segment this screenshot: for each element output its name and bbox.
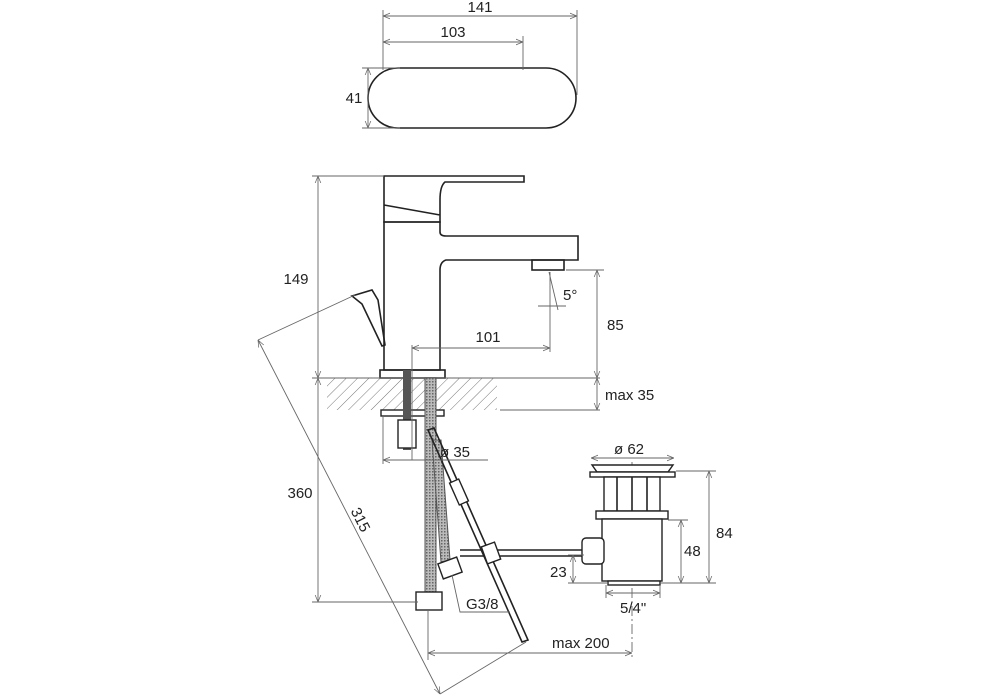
rod-clamp [480, 541, 502, 565]
dim-counter-thickness: max 35 [605, 387, 654, 404]
dim-hole-diameter: ø 35 [440, 444, 470, 461]
dim-outlet-height: 23 [550, 564, 567, 581]
drain-knob [350, 289, 386, 347]
rod-connector [448, 478, 470, 506]
faucet-dimensions: 149 360 315 85 max 35 101 5° ø 35 G3/8 m… [258, 175, 654, 694]
dim-spout-angle: 5° [563, 287, 577, 304]
hose-nut-1 [415, 591, 443, 611]
top-view: 141 103 41 [346, 0, 578, 129]
nut [397, 419, 417, 449]
drain-lever-nut [581, 537, 605, 565]
label-hose-thread: G3/8 [466, 596, 499, 613]
dim-drain-height: 84 [716, 525, 733, 542]
handle-top-outline [367, 67, 577, 129]
dim-drain-thread: 5/4" [620, 600, 646, 617]
faucet-lever [383, 175, 525, 223]
hose-nut-2 [436, 556, 464, 580]
dim-spout-reach: 101 [475, 329, 500, 346]
dim-cap-diameter: ø 62 [614, 441, 644, 458]
drain-thread [607, 580, 661, 586]
aerator [531, 259, 565, 271]
drain-body [601, 518, 663, 582]
hose-1 [424, 377, 437, 596]
dim-body-height: 48 [684, 543, 701, 560]
dim-depth: 41 [346, 90, 363, 107]
faucet-body [383, 221, 579, 371]
dim-hose-length: 360 [287, 485, 312, 502]
dim-drain-distance: max 200 [552, 635, 610, 652]
dim-height-total: 149 [283, 271, 308, 288]
dim-spout-height: 85 [607, 317, 624, 334]
dim-rod-length: 315 [347, 505, 374, 535]
drain-assembly: ø 62 84 48 23 5/4" [550, 441, 733, 660]
dim-width-overall: 141 [467, 0, 492, 16]
drain-cap [590, 464, 675, 473]
base-plate [379, 369, 446, 379]
dim-width-inner: 103 [440, 24, 465, 41]
